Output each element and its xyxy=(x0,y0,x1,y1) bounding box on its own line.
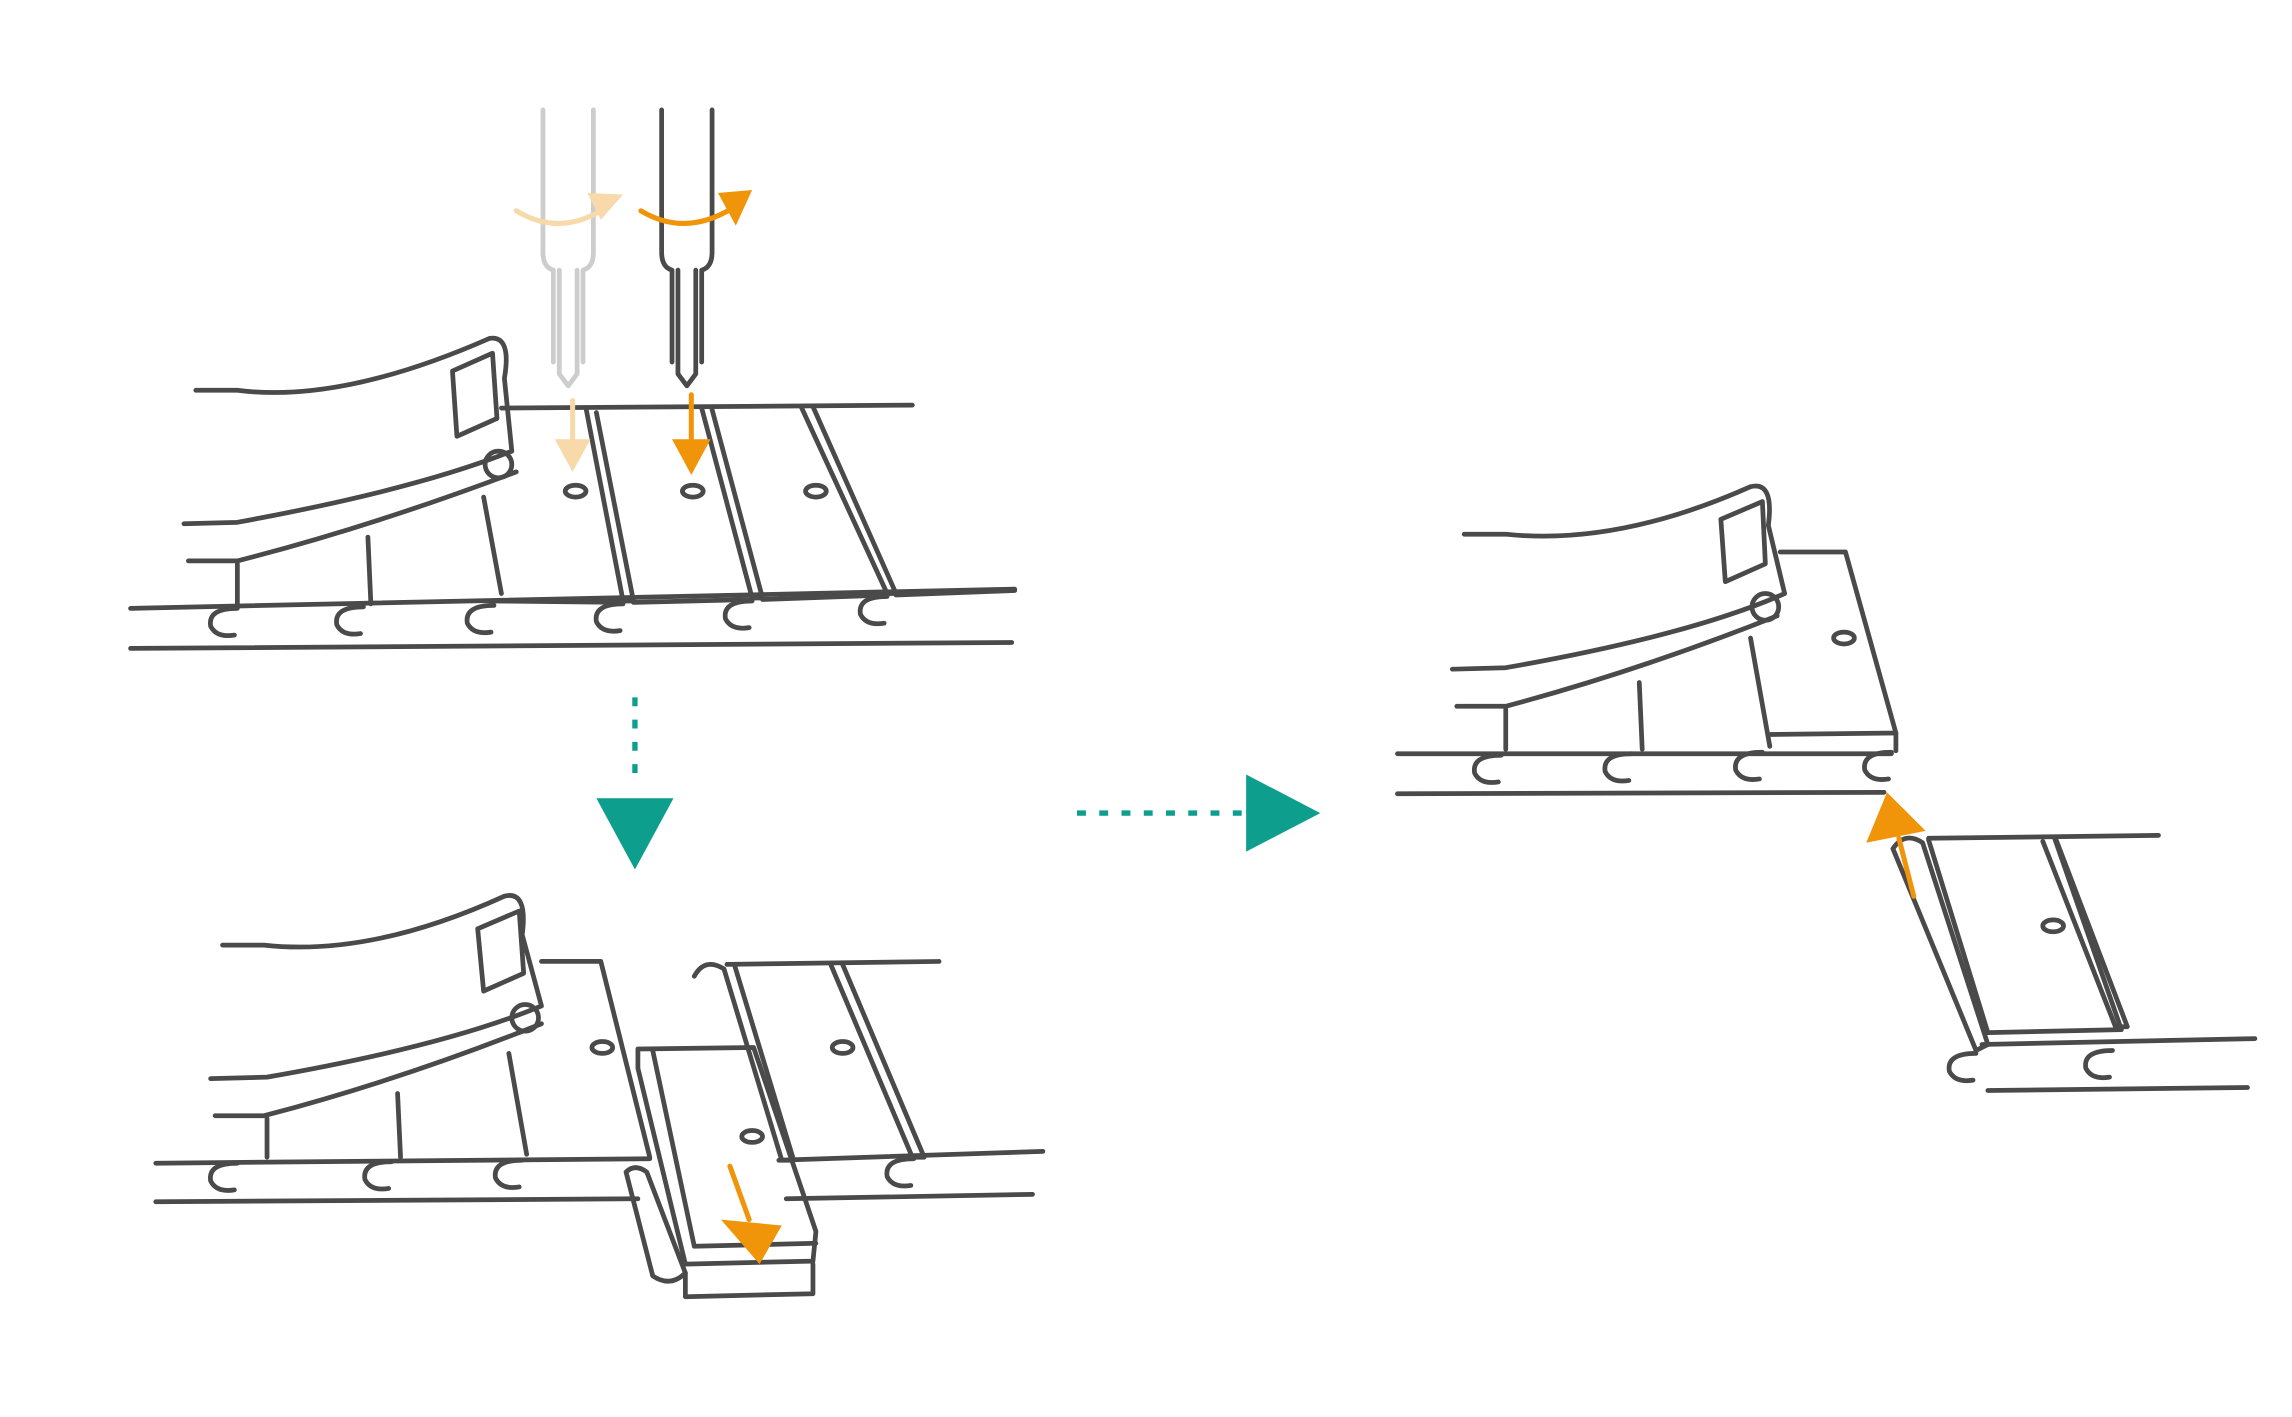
removed-link xyxy=(623,1045,819,1300)
insert-arrowhead-icon xyxy=(1866,792,1926,843)
flow-arrow-down-icon xyxy=(596,697,674,870)
screwdriver-ghost-icon xyxy=(543,110,593,386)
bracelet-section-step-1 xyxy=(128,335,1018,651)
bracelet-section-step-2 xyxy=(153,893,1046,1300)
rotate-arrowhead-icon xyxy=(718,190,753,226)
step-2-slide-out-link xyxy=(153,893,1046,1300)
rotate-arrow-icon xyxy=(638,205,736,226)
push-arrowhead-ghost-icon xyxy=(554,439,591,472)
step-1-unscrew-pins xyxy=(128,110,1018,651)
flow-arrow-right-icon xyxy=(1077,774,1321,852)
bracelet-section-step-3-lower xyxy=(1890,832,2258,1093)
slide-out-arrowhead-icon xyxy=(720,1219,782,1265)
insert-arrow-icon xyxy=(1896,835,1917,899)
rotate-arrowhead-ghost-icon xyxy=(587,192,624,220)
step-3-reconnect-links xyxy=(1395,483,2258,1093)
link-joints-step-1 xyxy=(208,594,890,638)
rotate-arrow-ghost-icon xyxy=(513,205,608,226)
screwdriver-icon xyxy=(662,110,712,386)
bracelet-section-step-3-upper xyxy=(1395,483,1899,797)
push-arrowhead-icon xyxy=(672,439,711,475)
